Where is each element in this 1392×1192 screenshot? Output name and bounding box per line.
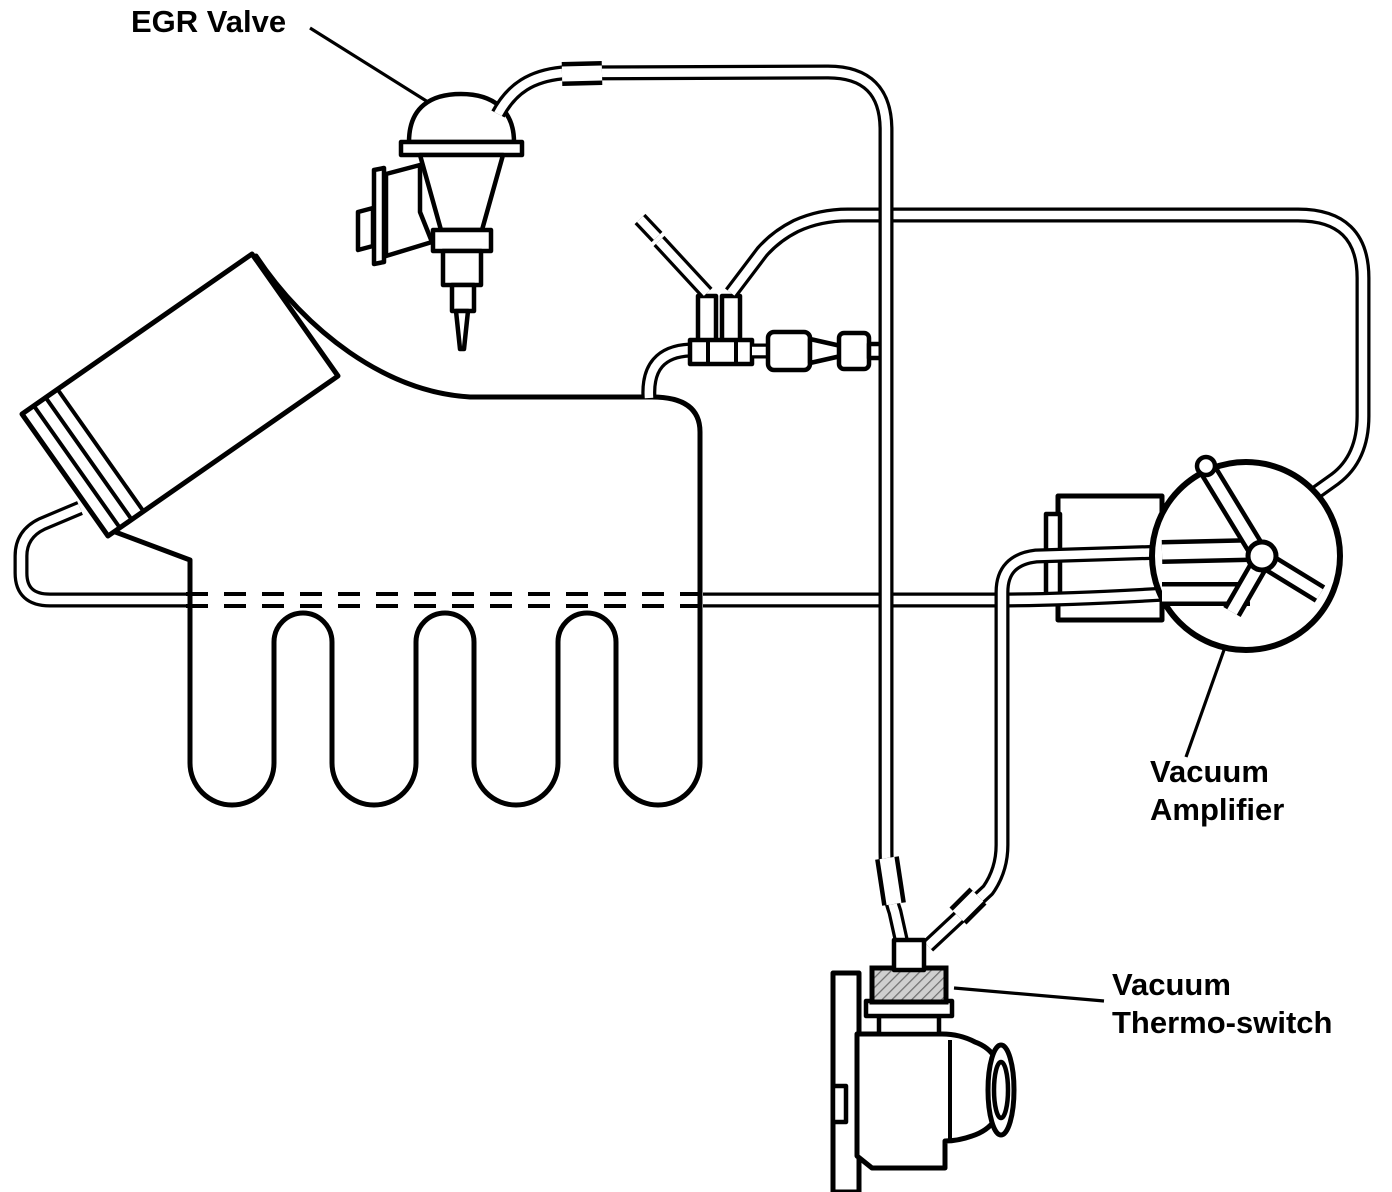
manifold-upper-box (19, 251, 341, 539)
y-connector-assembly (640, 219, 885, 398)
mounting-plate-notch (830, 1083, 849, 1125)
egr-body (417, 152, 506, 233)
vacuum-amplifier-label-line2: Amplifier (1150, 792, 1284, 827)
egr-bracket-tab (355, 205, 376, 253)
vacuum-thermo-switch (830, 937, 1017, 1192)
egr-lower-body (440, 248, 484, 288)
egr-valve-leader-line (309, 26, 429, 104)
switch-neck (876, 1013, 942, 1037)
hose-manifold-to-amplifier (703, 594, 1166, 600)
flange-line-2 (44, 396, 134, 522)
check-valve-cone (807, 336, 844, 366)
thermo-switch-leader-line (953, 986, 1105, 1003)
vacuum-amplifier (1149, 454, 1343, 653)
egr-pintle (453, 308, 471, 352)
flange-line-1 (32, 404, 122, 530)
check-valve-body (765, 329, 813, 373)
egr-collar (430, 227, 494, 254)
amplifier-knob (1194, 454, 1218, 478)
vacuum-thermo-switch-label-line1: Vacuum (1112, 967, 1231, 1002)
vacuum-thermo-switch-label-line2: Thermo-switch (1112, 1005, 1332, 1040)
egr-bracket-plate (371, 165, 387, 267)
y-nipple-right (719, 293, 743, 347)
switch-hex-nut (869, 965, 949, 1005)
egr-valve (355, 91, 525, 352)
vacuum-amplifier-leader-line (1184, 649, 1226, 758)
check-valve-tip (836, 330, 872, 372)
egr-stem (449, 282, 477, 314)
egr-bracket (383, 162, 435, 259)
egr-valve-label: EGR Valve (131, 4, 286, 39)
check-valve (765, 329, 885, 373)
vacuum-amplifier-label-line1: Vacuum (1150, 754, 1269, 789)
thermostat-housing (854, 1031, 1006, 1171)
switch-nipple (891, 937, 927, 973)
amplifier-hub (1245, 539, 1279, 573)
flange-line-3 (56, 388, 146, 514)
y-nipple-left (695, 293, 719, 347)
upper-box-outline (19, 251, 341, 539)
outlet-opening (991, 1059, 1011, 1121)
egr-dome (406, 91, 517, 145)
union-fitting (687, 337, 755, 367)
